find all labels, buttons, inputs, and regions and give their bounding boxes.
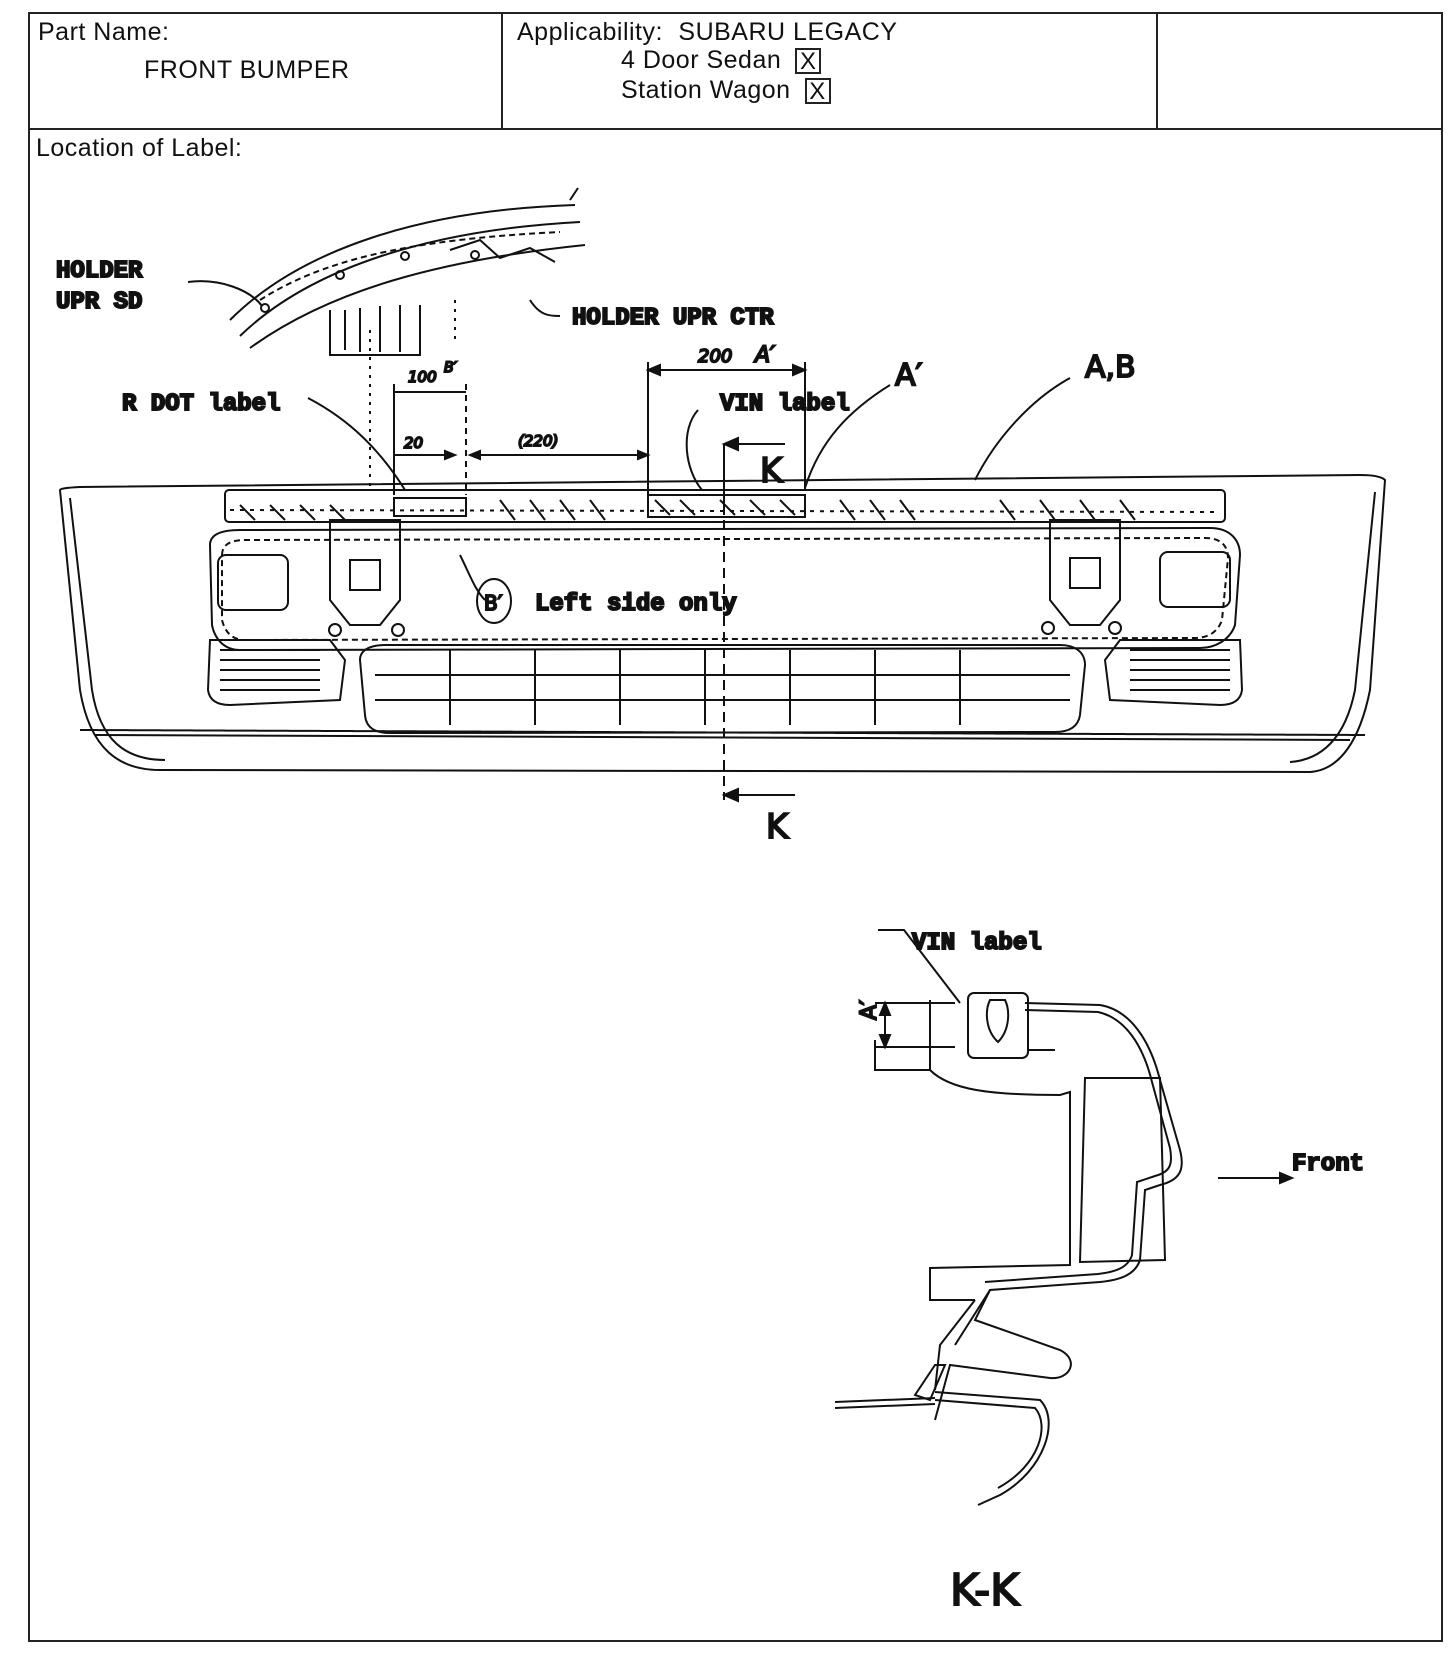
dim-100-tag: B′ (444, 360, 458, 376)
vin-label-section-callout: VIN label (912, 930, 1042, 957)
applicability-line: Applicability: SUBARU LEGACY (517, 18, 897, 47)
applicability-cell: Applicability: SUBARU LEGACY 4 Door Seda… (503, 12, 1158, 128)
applicability-label: Applicability: (517, 18, 663, 46)
a-prime-section: A′ (857, 1000, 882, 1020)
b-prime-mark: B′ (484, 591, 503, 615)
dim-100: 100 (408, 368, 437, 386)
header-table: Part Name: FRONT BUMPER Applicability: S… (28, 12, 1443, 130)
applicability-value: SUBARU LEGACY (678, 18, 898, 46)
dim-220: (220) (518, 432, 558, 450)
section-kk-title: K-K (950, 1565, 1020, 1616)
r-dot-label-area (393, 497, 467, 517)
vin-label-callout: VIN label (720, 391, 850, 418)
leader-a-prime (804, 384, 891, 489)
part-name-value: FRONT BUMPER (144, 56, 350, 84)
bumper-body (58, 473, 1387, 774)
leader-ab (974, 377, 1071, 481)
part-name-label: Part Name: (38, 18, 170, 46)
leader-holder-sd (187, 280, 263, 307)
leader-r-dot (307, 397, 406, 491)
a-prime-callout: A′ (895, 358, 923, 393)
leader-holder-ctr (529, 299, 561, 317)
variant-wagon-checkbox[interactable]: X (804, 78, 831, 105)
leader-b-prime (459, 554, 486, 601)
dim-200-tag: A′ (753, 343, 775, 368)
part-name-cell: Part Name: FRONT BUMPER (28, 12, 503, 128)
section-kk (834, 929, 1295, 1506)
section-k-top-label: K (760, 451, 784, 491)
vin-label-area (647, 494, 806, 518)
location-of-label: Location of Label: (36, 134, 243, 162)
holder-upr-sd-label-2: UPR SD (56, 289, 142, 316)
variant-sedan-checkbox[interactable]: X (795, 48, 822, 75)
front-label: Front (1292, 1151, 1364, 1178)
dim-20: 20 (404, 434, 423, 452)
holder-upr-ctr-label: HOLDER UPR CTR (572, 305, 774, 332)
b-prime-circle (476, 578, 512, 624)
dim-200: 200 (698, 346, 732, 367)
variant-sedan: 4 Door Sedan X (621, 46, 822, 75)
holder-detail (229, 187, 586, 356)
r-dot-label-callout: R DOT label (122, 391, 280, 418)
variant-wagon-label: Station Wagon (621, 76, 791, 104)
leader-vin (685, 409, 703, 491)
variant-wagon: Station Wagon X (621, 76, 831, 105)
section-k-bottom-label: K (766, 807, 790, 847)
left-side-only-label: Left side only (535, 591, 737, 618)
dimension-lines (369, 300, 808, 495)
variant-sedan-label: 4 Door Sedan (621, 46, 782, 74)
page-frame (28, 12, 1443, 1642)
holder-upr-sd-label-1: HOLDER (56, 258, 143, 285)
ab-callout: A,B (1085, 350, 1136, 385)
